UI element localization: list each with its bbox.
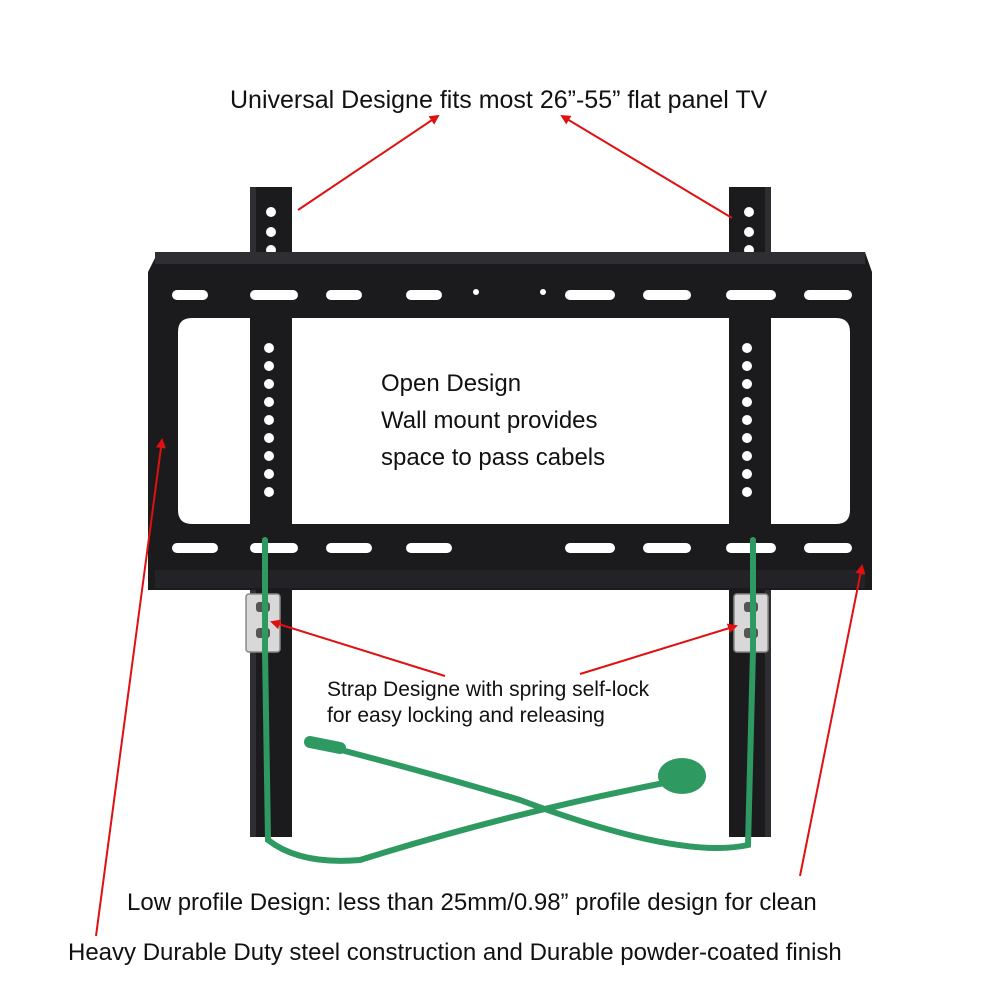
- caption-heavy-duty: Heavy Durable Duty steel construction an…: [68, 939, 842, 966]
- strap-pull-tab: [658, 758, 706, 794]
- callout-arrows: [95, 114, 866, 937]
- caption-strap-line: for easy locking and releasing: [327, 704, 605, 727]
- frame-slots: [172, 289, 852, 553]
- caption-open-design-line: Open Design: [381, 370, 522, 397]
- caption-open-design-line: space to pass cabels: [381, 444, 606, 471]
- rail-holes-top: [266, 207, 754, 255]
- caption-strap-line: Strap Designe with spring self-lock: [327, 678, 650, 701]
- caption-low-profile: Low profile Design: less than 25mm/0.98”…: [127, 889, 817, 916]
- rail-holes-middle: [264, 343, 752, 497]
- caption-open-design-line: Wall mount provides: [381, 407, 598, 434]
- caption-strap-design: Strap Designe with spring self-lock for …: [327, 677, 649, 729]
- release-strap: [262, 537, 756, 864]
- caption-universal-design: Universal Designe fits most 26”-55” flat…: [230, 86, 768, 114]
- mount-frame: [148, 252, 872, 590]
- caption-open-design: Open Design Wall mount provides space to…: [381, 365, 605, 476]
